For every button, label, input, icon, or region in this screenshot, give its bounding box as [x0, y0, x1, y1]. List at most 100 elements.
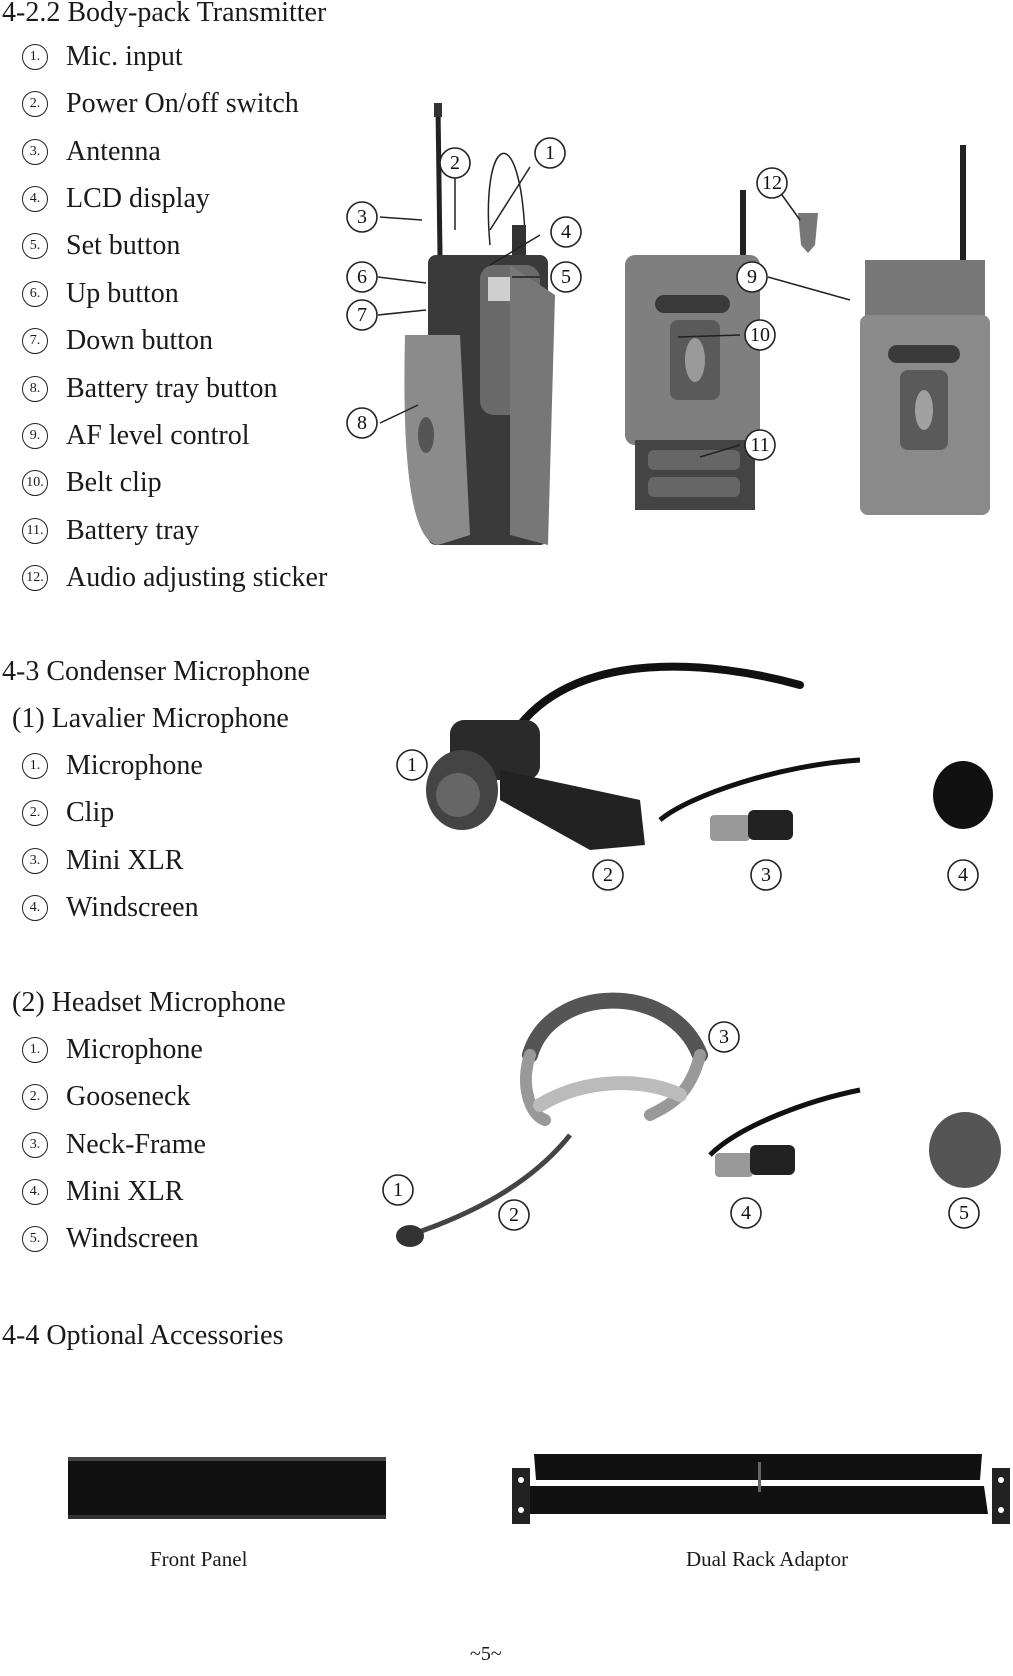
svg-text:10: 10 — [750, 324, 770, 346]
dual-rack-adaptor-image — [512, 1454, 1010, 1524]
item-number: 10. — [22, 470, 48, 496]
svg-text:5: 5 — [561, 266, 571, 288]
callout-12: 12 — [756, 167, 788, 199]
callout-1: 1 — [396, 749, 428, 781]
item-label: Down button — [66, 325, 213, 356]
svg-text:11: 11 — [750, 434, 769, 456]
item-label: Battery tray — [66, 515, 199, 546]
svg-text:5: 5 — [959, 1202, 969, 1224]
callout-1: 1 — [382, 1174, 414, 1206]
item-label: LCD display — [66, 183, 210, 214]
callout-3: 3 — [750, 859, 782, 891]
headset-illustration: 1 2 3 4 5 — [382, 992, 1001, 1247]
list-item: 3. Mini XLR — [22, 845, 183, 877]
list-item: 10. Belt clip — [22, 467, 162, 499]
section-title-condenser: 4-3 Condenser Microphone — [2, 656, 310, 687]
callout-2: 2 — [592, 859, 624, 891]
subsection-title-headset: (2) Headset Microphone — [12, 987, 286, 1018]
svg-text:2: 2 — [509, 1204, 519, 1226]
item-number: 2. — [22, 800, 48, 826]
list-item: 3.Neck-Frame — [22, 1129, 206, 1161]
list-item: 6. Up button — [22, 278, 179, 310]
item-label: Microphone — [66, 750, 203, 781]
item-label: Microphone — [66, 1034, 203, 1065]
svg-text:7: 7 — [357, 304, 367, 326]
item-number: 2. — [22, 91, 48, 117]
svg-text:9: 9 — [747, 266, 757, 288]
callout-9: 9 — [736, 261, 768, 293]
svg-text:4: 4 — [741, 1202, 751, 1224]
item-number: 11. — [22, 518, 48, 544]
section-title-accessories: 4-4 Optional Accessories — [2, 1320, 284, 1351]
item-label: Clip — [66, 797, 115, 828]
item-label: Set button — [66, 230, 181, 261]
item-number: 5. — [22, 233, 48, 259]
callout-2: 2 — [498, 1199, 530, 1231]
lavalier-illustration: 1 2 3 4 — [396, 662, 993, 891]
list-item: 1. Microphone — [22, 750, 203, 782]
callout-7: 7 — [346, 299, 378, 331]
item-number: 6. — [22, 281, 48, 307]
svg-text:1: 1 — [393, 1179, 403, 1201]
item-label: Audio adjusting sticker — [66, 562, 328, 593]
svg-text:12: 12 — [762, 172, 782, 194]
list-item: 11. Battery tray — [22, 515, 199, 547]
list-item: 2. Clip — [22, 797, 114, 829]
front-panel-caption: Front Panel — [150, 1547, 248, 1571]
list-item: 5. Set button — [22, 230, 180, 262]
callout-3: 3 — [708, 1021, 740, 1053]
item-label: Belt clip — [66, 467, 162, 498]
subsection-title-lavalier: (1) Lavalier Microphone — [12, 703, 289, 734]
list-item: 12. Audio adjusting sticker — [22, 562, 327, 594]
item-number: 1. — [22, 753, 48, 779]
svg-text:2: 2 — [450, 152, 460, 174]
list-item: 4. LCD display — [22, 183, 210, 215]
item-number: 3. — [22, 139, 48, 165]
item-number: 1. — [22, 1037, 48, 1063]
transmitter-back-view — [625, 190, 760, 510]
svg-text:3: 3 — [761, 864, 771, 886]
item-number: 8. — [22, 376, 48, 402]
item-label: Up button — [66, 278, 179, 309]
callout-3: 3 — [346, 201, 378, 233]
item-label: Mini XLR — [66, 845, 184, 876]
item-number: 3. — [22, 848, 48, 874]
callout-8: 8 — [346, 407, 378, 439]
svg-text:1: 1 — [407, 754, 417, 776]
list-item: 5.Windscreen — [22, 1223, 199, 1255]
item-label: Gooseneck — [66, 1081, 191, 1112]
item-number: 4. — [22, 895, 48, 921]
item-number: 4. — [22, 1179, 48, 1205]
item-number: 9. — [22, 423, 48, 449]
callout-4: 4 — [550, 216, 582, 248]
list-item: 1.Mic. input — [22, 41, 183, 73]
svg-text:4: 4 — [958, 864, 968, 886]
page-number: ~5~ — [470, 1643, 502, 1665]
item-number: 4. — [22, 186, 48, 212]
svg-text:3: 3 — [719, 1026, 729, 1048]
list-item: 7.Down button — [22, 325, 213, 357]
item-number: 1. — [22, 44, 48, 70]
svg-text:3: 3 — [357, 206, 367, 228]
list-item: 4.Windscreen — [22, 892, 199, 924]
item-label: AF level control — [66, 420, 250, 451]
list-item: 3.Antenna — [22, 136, 161, 168]
section-title-bodypack: 4-2.2 Body-pack Transmitter — [2, 0, 327, 28]
list-item: 4. Mini XLR — [22, 1176, 183, 1208]
callout-2: 2 — [439, 147, 471, 179]
callout-5: 5 — [948, 1197, 980, 1229]
list-item: 2. Power On/off switch — [22, 88, 299, 120]
callout-4: 4 — [730, 1197, 762, 1229]
list-item: 8.Battery tray button — [22, 373, 278, 405]
callout-4: 4 — [947, 859, 979, 891]
bodypack-illustration: 1 2 3 4 5 6 7 8 9 10 11 12 — [346, 103, 990, 545]
callout-11: 11 — [744, 429, 776, 461]
item-number: 12. — [22, 565, 48, 591]
transmitter-side-view — [404, 103, 555, 545]
svg-text:6: 6 — [357, 266, 367, 288]
item-number: 5. — [22, 1226, 48, 1252]
item-label: Power On/off switch — [66, 88, 299, 119]
callout-1: 1 — [534, 137, 566, 169]
item-label: Neck-Frame — [66, 1129, 206, 1160]
item-label: Mini XLR — [66, 1176, 184, 1207]
